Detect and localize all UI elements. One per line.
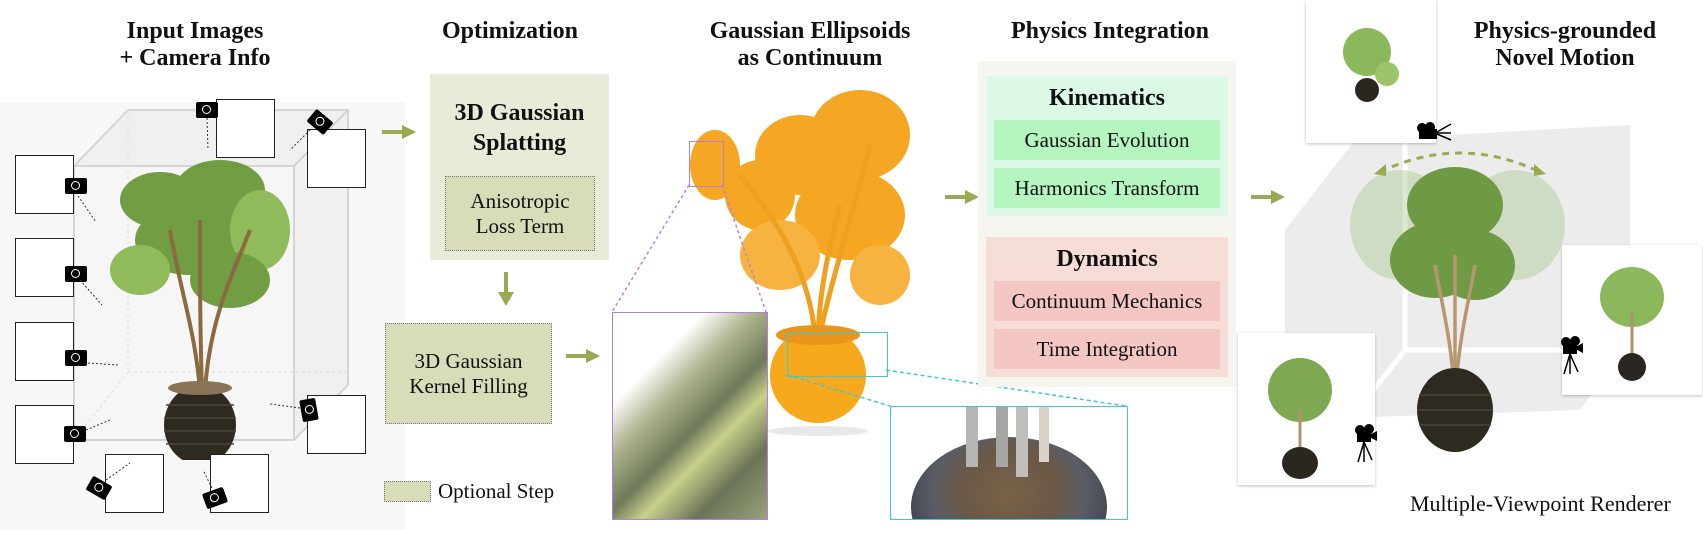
input-stage-title: Input Images + Camera Info: [119, 18, 271, 71]
zoom-region-pot: [787, 332, 888, 377]
dynamics-group: Dynamics Continuum Mechanics Time Integr…: [986, 237, 1228, 377]
dynamics-item-time-integration: Time Integration: [994, 329, 1220, 369]
zoom-detail-leaves: [612, 312, 768, 520]
input-view-thumbnail: [15, 155, 74, 214]
optional-step-legend-label: Optional Step: [438, 479, 555, 503]
physics-integration-title: Physics Integration: [1011, 18, 1209, 44]
plant-thumbnail: [1343, 28, 1399, 102]
video-camera-icon: [1355, 424, 1377, 463]
input-view-thumbnail: [307, 129, 366, 188]
camera-ray-arrows: [77, 117, 311, 489]
anisotropic-loss-box: Anisotropic Loss Term: [445, 176, 595, 251]
plant-thumbnail: [1600, 267, 1664, 381]
camera-icon: [196, 102, 218, 118]
input-view-thumbnail: [210, 454, 269, 513]
kinematics-item-gaussian-evolution: Gaussian Evolution: [994, 120, 1220, 160]
kernel-filling-box: 3D Gaussian Kernel Filling: [385, 323, 552, 424]
flow-arrow: [566, 349, 600, 363]
kinematics-title: Kinematics: [1049, 85, 1165, 111]
physics-integration-panel: Kinematics Gaussian Evolution Harmonics …: [978, 61, 1236, 387]
zoom-region-leaves: [689, 141, 724, 187]
input-view-thumbnail: [216, 99, 275, 158]
motion-swing-arrow: [1374, 151, 1546, 176]
optional-step-legend-swatch: [384, 481, 431, 502]
gaussian-splatting-box: 3D Gaussian Splatting Anisotropic Loss T…: [430, 74, 609, 260]
continuum-title: Gaussian Ellipsoids as Continuum: [709, 18, 911, 71]
flow-arrow: [945, 190, 979, 204]
dynamics-title: Dynamics: [1056, 246, 1158, 272]
renderer-label: Multiple-Viewpoint Renderer: [1410, 491, 1671, 516]
input-view-thumbnail: [307, 395, 366, 454]
splatting-title-line1: 3D Gaussian: [454, 100, 585, 126]
flow-arrow: [382, 125, 416, 139]
kinematics-group: Kinematics Gaussian Evolution Harmonics …: [986, 76, 1228, 216]
input-view-thumbnail: [15, 238, 74, 297]
camera-icon: [65, 178, 87, 194]
zoom-detail-pot: [890, 406, 1128, 520]
camera-icon: [65, 266, 87, 282]
output-plant-motion: [1350, 167, 1565, 452]
video-camera-icon: [1561, 336, 1583, 375]
splatting-title-line2: Splatting: [472, 130, 567, 156]
flow-arrow: [1251, 190, 1285, 204]
input-view-thumbnail: [15, 405, 74, 464]
kinematics-item-harmonics-transform: Harmonics Transform: [994, 168, 1220, 208]
camera-icon: [65, 350, 87, 366]
gaussian-continuum-plant: [690, 90, 910, 436]
flow-arrow-down: [498, 272, 514, 306]
video-camera-icon: [1417, 122, 1452, 141]
optimization-title: Optimization: [442, 18, 578, 44]
novel-motion-title: Physics-grounded Novel Motion: [1473, 18, 1657, 71]
plant-thumbnail: [1268, 358, 1332, 479]
dynamics-item-continuum-mechanics: Continuum Mechanics: [994, 281, 1220, 321]
camera-icon: [64, 426, 86, 442]
plant-image: [110, 160, 290, 460]
